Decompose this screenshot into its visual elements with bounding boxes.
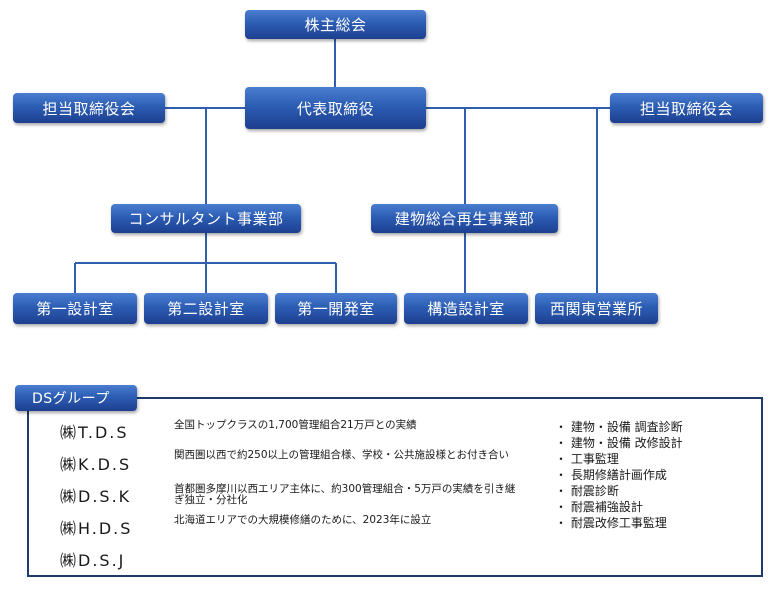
service-item: ・ 長期修繕計画作成: [555, 468, 667, 482]
shareholders-box: 株主総会: [245, 10, 426, 39]
service-item: ・ 建物・設備 調査診断: [555, 420, 683, 434]
company-kds-desc: 関西圏以西で約250以上の管理組合様、学校・公共施設様とお付き合い: [174, 449, 510, 461]
company-dsk-desc: 首都圏多摩川以西エリア主体に、約300管理組合・5万戸の実績を引き継ぎ独立・分社…: [174, 483, 516, 506]
development-room-1-box: 第一開発室: [275, 293, 397, 324]
president-box: 代表取締役: [245, 87, 426, 129]
company-tds: ㈱T.D.S: [60, 423, 129, 442]
company-tds-desc: 全国トップクラスの1,700管理組合21万戸との実績: [174, 419, 417, 431]
board-left-box: 担当取締役会: [13, 93, 165, 123]
services-list: ・ 建物・設備 調査診断 ・ 建物・設備 改修設計 ・ 工事監理 ・ 長期修繕計…: [555, 419, 683, 531]
structure-design-box: 構造設計室: [404, 293, 528, 324]
board-right-box: 担当取締役会: [610, 93, 763, 123]
ds-group-panel: [27, 397, 763, 577]
service-item: ・ 建物・設備 改修設計: [555, 436, 683, 450]
company-hds: ㈱H.D.S: [60, 519, 133, 538]
design-room-2-box: 第二設計室: [144, 293, 268, 324]
company-kds: ㈱K.D.S: [60, 455, 132, 474]
consulting-division-box: コンサルタント事業部: [111, 204, 301, 233]
company-dsk: ㈱D.S.K: [60, 487, 132, 506]
company-dsj: ㈱D.S.J: [60, 551, 126, 570]
company-hds-desc: 北海道エリアでの大規模修繕のために、2023年に設立: [174, 514, 432, 526]
service-item: ・ 工事監理: [555, 452, 619, 466]
service-item: ・ 耐震診断: [555, 484, 619, 498]
service-item: ・ 耐震改修工事監理: [555, 516, 667, 530]
west-kanto-office-box: 西関東営業所: [535, 293, 658, 324]
rebuild-division-box: 建物総合再生事業部: [371, 204, 558, 233]
service-item: ・ 耐震補強設計: [555, 500, 643, 514]
ds-group-title: DSグループ: [15, 385, 137, 411]
design-room-1-box: 第一設計室: [13, 293, 137, 324]
